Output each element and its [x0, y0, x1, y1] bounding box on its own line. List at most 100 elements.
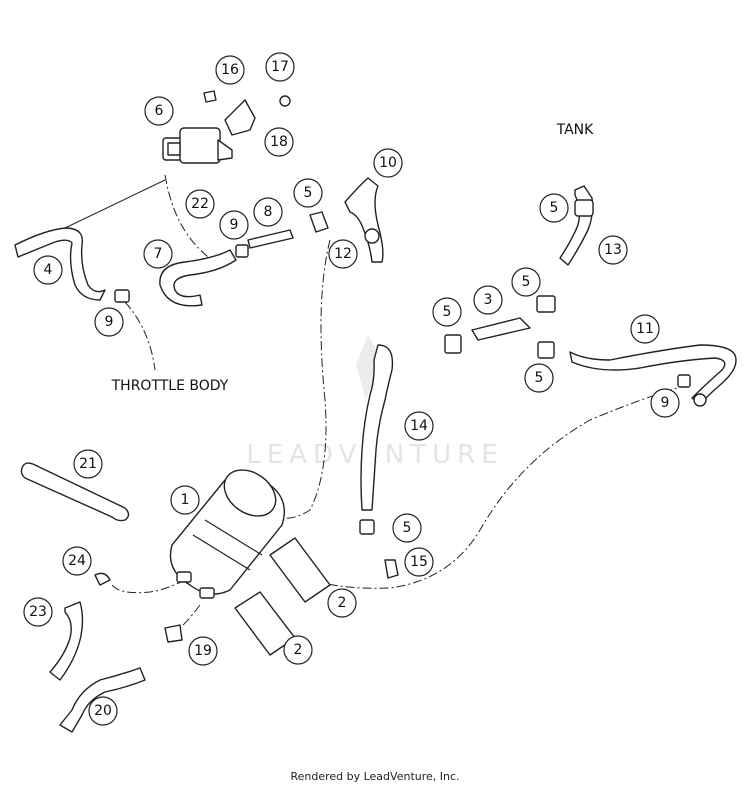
callout: 22 — [185, 189, 215, 219]
leader-canister-lower — [299, 384, 689, 589]
callout: 1 — [170, 485, 200, 515]
hose-13 — [559, 185, 594, 266]
clamp-5-left — [444, 334, 462, 354]
svg-text:20: 20 — [94, 703, 112, 719]
strap-2-upper — [269, 537, 331, 603]
fitting-3 — [471, 317, 531, 341]
callout: 5 — [432, 297, 462, 327]
callout: 2 — [283, 635, 313, 665]
callouts: 1 2 2 3 4 5 5 5 5 5 5 6 7 8 9 9 9 10 11 … — [23, 52, 680, 726]
label-throttle-body: THROTTLE BODY — [111, 378, 229, 394]
svg-text:9: 9 — [230, 217, 239, 233]
svg-text:5: 5 — [550, 200, 559, 216]
clamp-19 — [164, 624, 183, 643]
callout: 2 — [327, 588, 357, 618]
clamp-12 — [364, 228, 380, 244]
bracket — [224, 99, 256, 136]
svg-text:9: 9 — [105, 314, 114, 330]
clamp-5-14 — [359, 519, 375, 535]
svg-text:5: 5 — [304, 185, 313, 201]
svg-text:16: 16 — [221, 62, 239, 78]
leader-hose-22 — [164, 174, 216, 263]
callout: 11 — [630, 314, 660, 344]
callout: 9 — [94, 307, 124, 337]
bracket-21 — [20, 462, 130, 522]
svg-text:12: 12 — [334, 246, 352, 262]
svg-text:3: 3 — [484, 292, 493, 308]
callout: 23 — [23, 597, 53, 627]
callout: 15 — [404, 547, 434, 577]
leader-lines — [111, 174, 689, 633]
svg-text:14: 14 — [410, 418, 428, 434]
clamp-5-tank — [574, 199, 594, 217]
svg-text:5: 5 — [535, 370, 544, 386]
callout: 24 — [62, 546, 92, 576]
nut — [279, 95, 291, 107]
hose-20 — [59, 667, 146, 733]
clamp-9-right — [677, 374, 691, 388]
callout: 8 — [253, 197, 283, 227]
clamp-5 — [309, 211, 329, 233]
svg-text:8: 8 — [264, 204, 273, 220]
label-tank: TANK — [556, 122, 595, 138]
callout: 9 — [219, 210, 249, 240]
callout: 17 — [265, 52, 295, 82]
canister — [169, 469, 285, 599]
callout: 5 — [392, 513, 422, 543]
callout: 18 — [264, 127, 294, 157]
svg-text:7: 7 — [154, 246, 163, 262]
svg-text:19: 19 — [194, 643, 212, 659]
fitting-15 — [384, 559, 399, 579]
svg-text:9: 9 — [661, 395, 670, 411]
svg-text:24: 24 — [68, 553, 86, 569]
callout: 16 — [215, 55, 245, 85]
hose-end — [693, 393, 707, 407]
clamp-5-bottom — [537, 341, 555, 359]
clamp-24 — [94, 572, 111, 586]
svg-text:5: 5 — [443, 304, 452, 320]
callout: 13 — [598, 235, 628, 265]
callout: 5 — [524, 363, 554, 393]
callout: 19 — [188, 636, 218, 666]
svg-text:2: 2 — [338, 595, 347, 611]
hose-14 — [360, 344, 394, 511]
callout: 5 — [539, 193, 569, 223]
svg-text:17: 17 — [271, 59, 289, 75]
hose-7 — [159, 249, 237, 307]
clamp-9 — [235, 244, 249, 258]
callout: 21 — [73, 449, 103, 479]
svg-text:21: 21 — [79, 456, 97, 472]
callout: 5 — [511, 267, 541, 297]
solenoid-valve — [162, 127, 233, 164]
parts — [14, 90, 737, 733]
clamp-5-top — [536, 295, 556, 313]
hose-4 — [14, 227, 106, 301]
svg-text:5: 5 — [403, 520, 412, 536]
svg-text:23: 23 — [29, 604, 47, 620]
svg-text:13: 13 — [604, 242, 622, 258]
svg-text:4: 4 — [44, 262, 53, 278]
svg-text:10: 10 — [379, 155, 397, 171]
callout: 5 — [293, 178, 323, 208]
watermark-logo-icon — [356, 335, 390, 400]
bolt — [203, 90, 217, 103]
connector-8 — [247, 229, 294, 249]
callout: 3 — [473, 285, 503, 315]
leader-24 — [111, 579, 186, 594]
callout: 10 — [373, 148, 403, 178]
svg-text:2: 2 — [294, 642, 303, 658]
leader-throttle-body — [124, 301, 156, 371]
callout: 6 — [144, 96, 174, 126]
svg-text:6: 6 — [155, 103, 164, 119]
callout: 12 — [328, 239, 358, 269]
svg-text:15: 15 — [410, 554, 428, 570]
callout: 20 — [88, 696, 118, 726]
callout: 9 — [650, 388, 680, 418]
hose-clamp — [114, 289, 130, 303]
callout: 7 — [143, 239, 173, 269]
svg-text:5: 5 — [522, 274, 531, 290]
svg-text:11: 11 — [636, 321, 654, 337]
callout: 14 — [404, 411, 434, 441]
callout: 4 — [33, 255, 63, 285]
